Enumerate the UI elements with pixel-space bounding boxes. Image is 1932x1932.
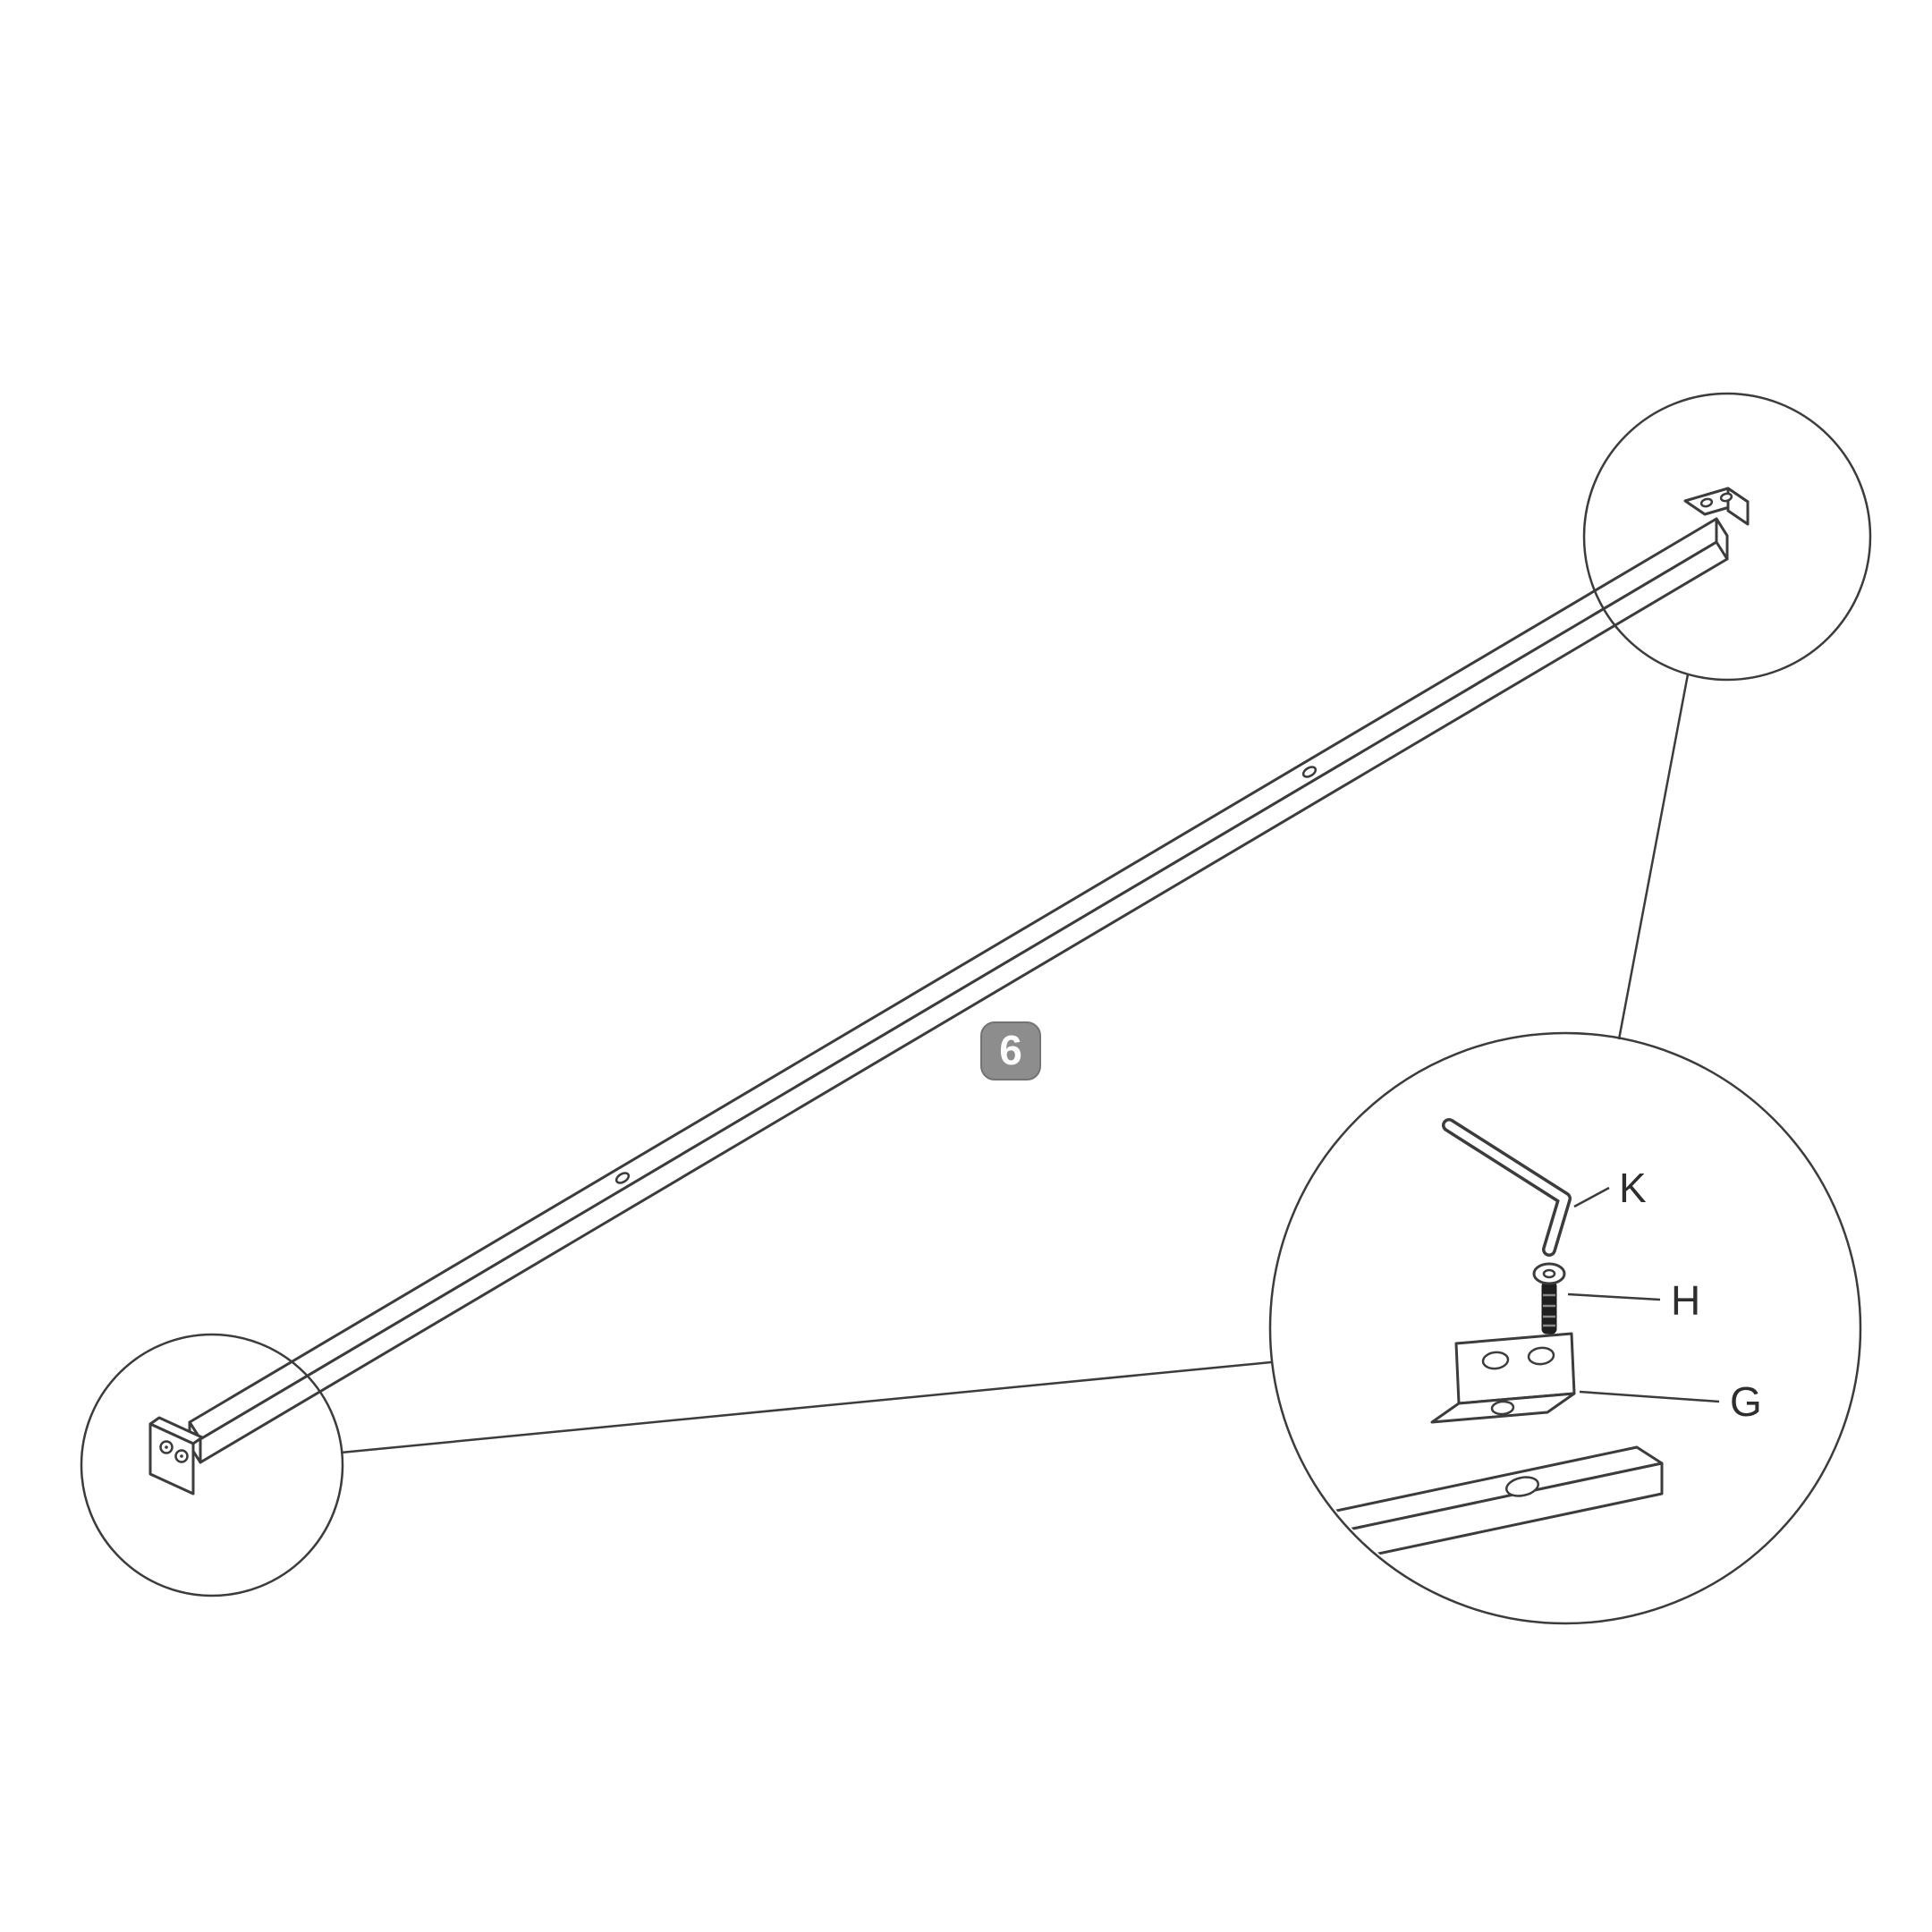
hardware-detail-circle [1268,1031,1862,1625]
step-badge: 6 [980,1021,1041,1080]
rail-right-end-cap [1715,517,1729,561]
l-bracket-slot [1481,1351,1510,1370]
leader-line-h [1567,1292,1661,1301]
bracket-end-flange [1726,487,1750,526]
step-badge-number: 6 [999,1027,1022,1073]
zoom-circle-right-end [1582,392,1872,682]
flat-head-screw [1532,1262,1566,1335]
bracket-side-plate [148,1422,195,1496]
l-bracket [1430,1332,1576,1424]
l-bracket-base-hole [1490,1400,1515,1416]
part-label-h: H [1671,1277,1700,1324]
leader-line-g [1579,1390,1720,1403]
part-label-k: K [1619,1165,1647,1211]
leader-line-k [1573,1186,1610,1208]
hardware-detail-contents [1322,1118,1664,1562]
screw-center-dot [165,1445,168,1449]
bracket-hole [1699,497,1714,508]
callout-line-left-end-to-detail [340,1360,1272,1454]
rail-top-face [188,517,1729,1441]
step-badge-background [980,1021,1041,1080]
rail-screw-hole [614,1172,631,1184]
corner-bracket-right-end [1683,487,1750,561]
part-label-g: G [1730,1378,1762,1425]
rail-section-hole [1505,1476,1539,1497]
support-rail [188,517,1729,1464]
hex-key [1442,1118,1572,1257]
callout-lines [340,674,1690,1454]
corner-bracket-left-end [148,1416,204,1496]
bracket-hole [1719,492,1733,503]
hex-key-body [1445,1121,1569,1254]
rail-screw-hole [1301,766,1318,778]
rail-section-detail [1322,1445,1664,1562]
screw-drive-recess [1542,1268,1556,1279]
part-labels: K H G [1567,1165,1762,1425]
l-bracket-vertical-face [1454,1332,1576,1405]
zoom-circle-left-end [80,1333,344,1597]
rail-front-face [199,534,1729,1464]
callout-line-right-end-to-detail [1617,674,1690,1040]
screw-center-dot [180,1454,183,1458]
l-bracket-slot [1527,1346,1555,1366]
